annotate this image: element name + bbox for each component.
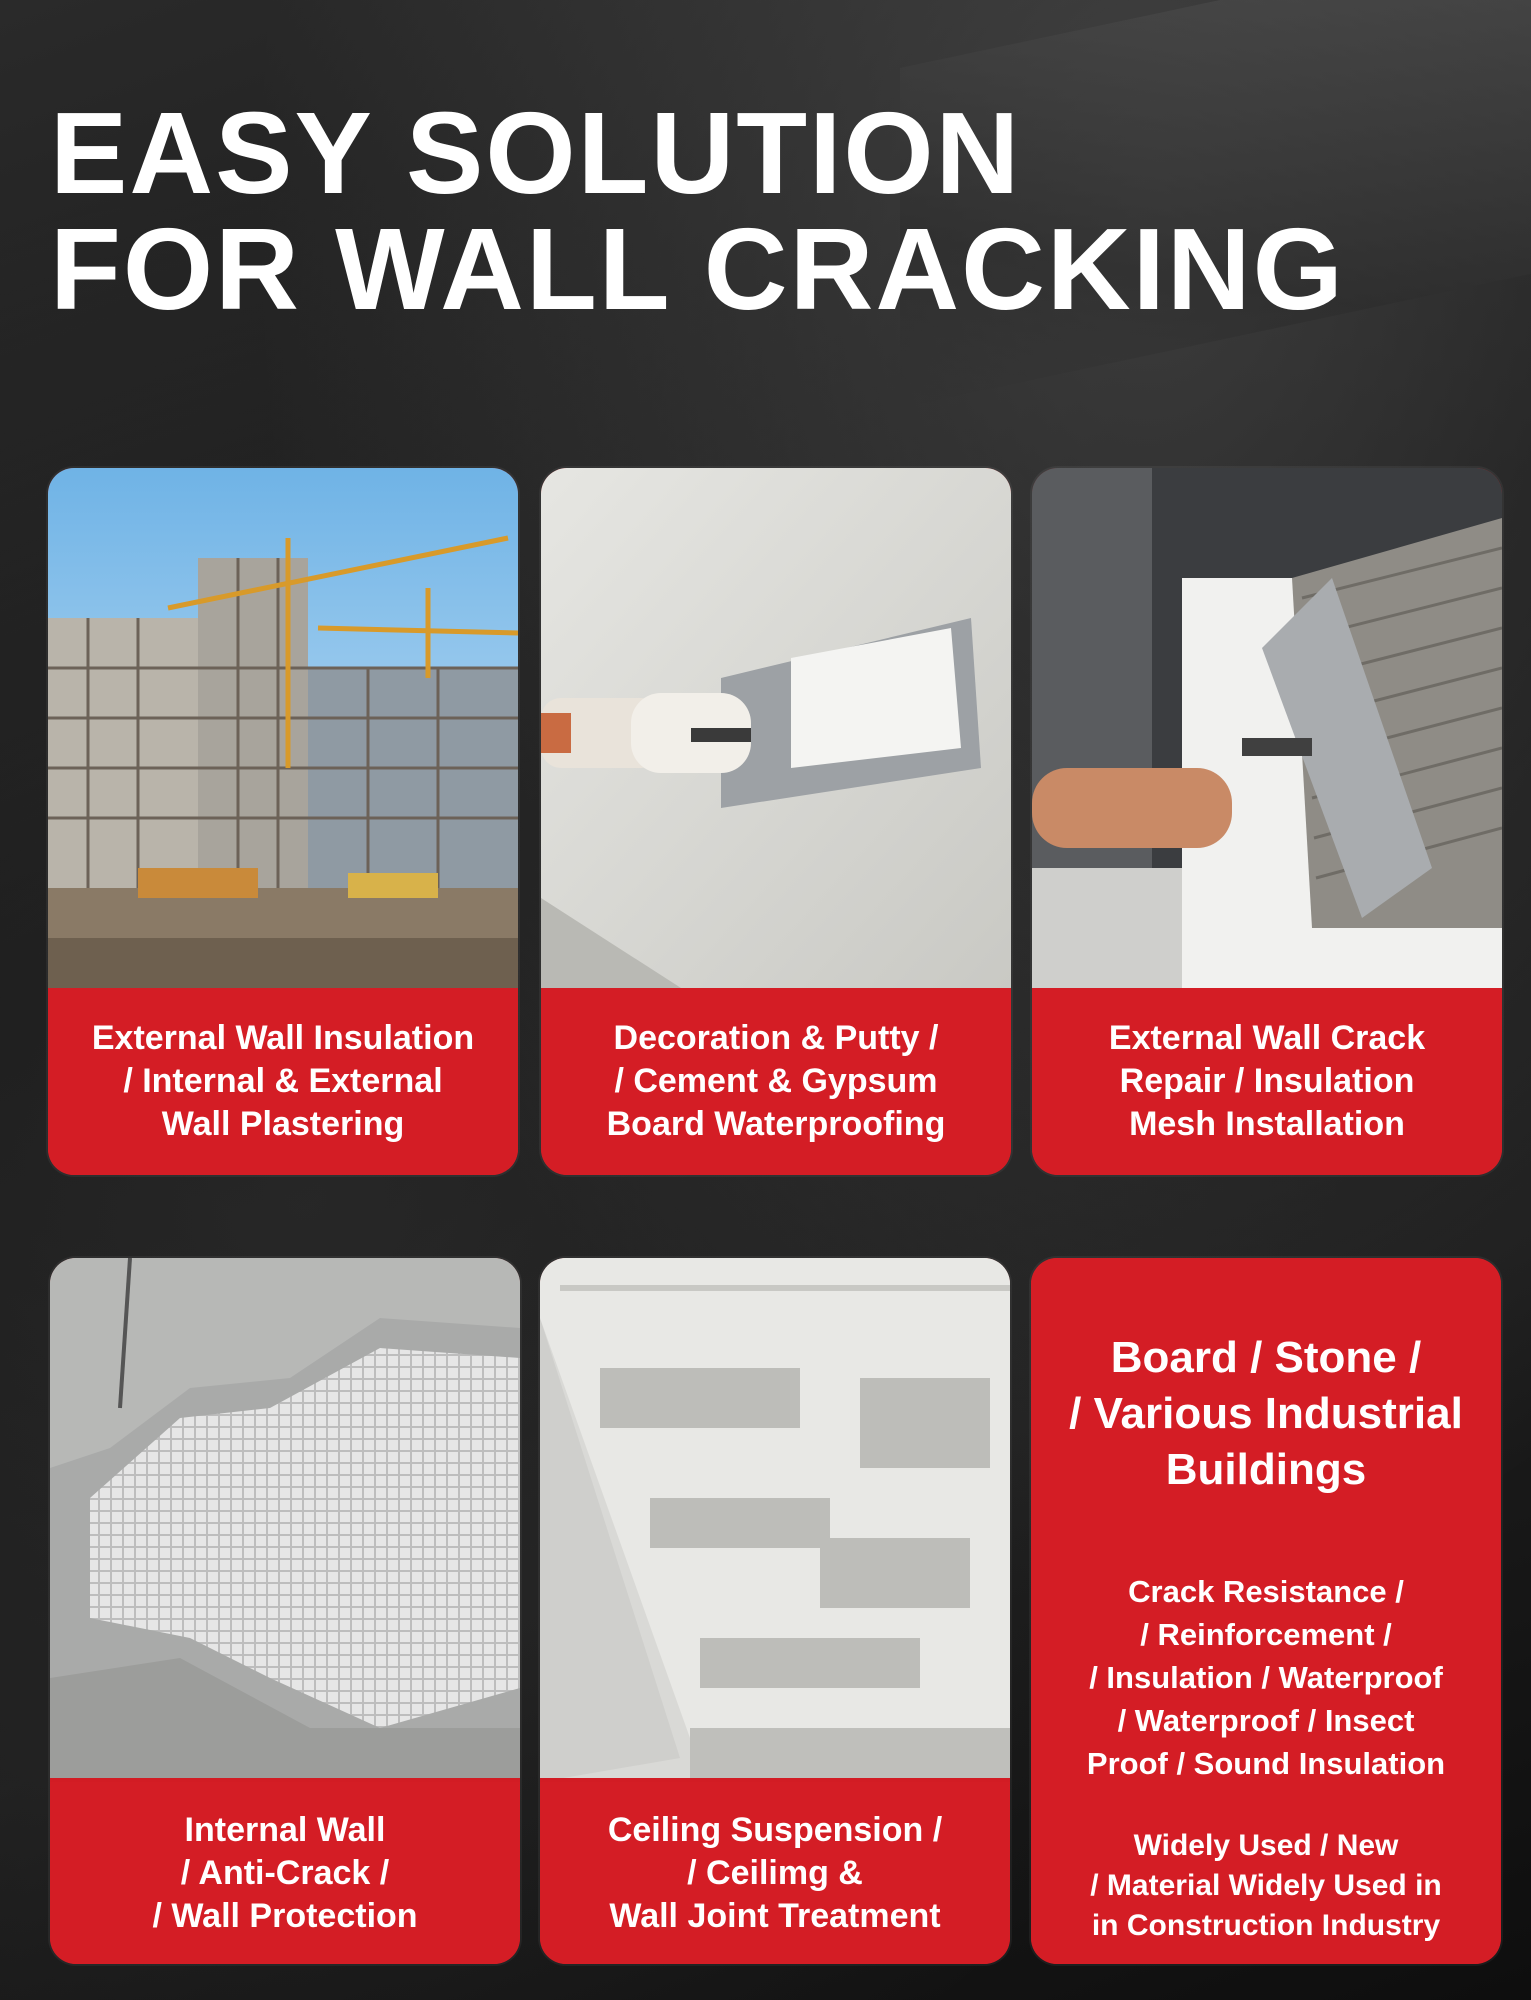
- title-line-2: FOR WALL CRACKING: [50, 204, 1345, 334]
- card-internal-wall: Internal Wall / Anti-Crack / / Wall Prot…: [50, 1258, 520, 1964]
- info-heading: Board / Stone / / Various Industrial Bui…: [1069, 1333, 1463, 1494]
- card-applications-info: Board / Stone / / Various Industrial Bui…: [1031, 1258, 1501, 1964]
- card-decoration-putty: Decoration & Putty / / Cement & Gypsum B…: [541, 468, 1011, 1175]
- construction-site-photo: [48, 468, 518, 988]
- page-title: EASY SOLUTION FOR WALL CRACKING: [50, 95, 1345, 327]
- info-panel: Board / Stone / / Various Industrial Bui…: [1031, 1258, 1501, 1964]
- card-label: Decoration & Putty / / Cement & Gypsum B…: [541, 988, 1011, 1175]
- card-label: External Wall Crack Repair / Insulation …: [1032, 988, 1502, 1175]
- notched-trowel-photo: [1032, 468, 1502, 988]
- card-label: External Wall Insulation / Internal & Ex…: [48, 988, 518, 1175]
- ceiling-joint-photo: [540, 1258, 1010, 1778]
- card-ceiling-suspension: Ceiling Suspension / / Ceilimg & Wall Jo…: [540, 1258, 1010, 1964]
- card-external-wall-insulation: External Wall Insulation / Internal & Ex…: [48, 468, 518, 1175]
- card-external-wall-crack-repair: External Wall Crack Repair / Insulation …: [1032, 468, 1502, 1175]
- title-line-1: EASY SOLUTION: [50, 88, 1022, 218]
- putty-trowel-photo: [541, 468, 1011, 988]
- card-label: Ceiling Suspension / / Ceilimg & Wall Jo…: [540, 1782, 1010, 1964]
- info-features: Crack Resistance / / Reinforcement / / I…: [1086, 1574, 1446, 1781]
- wall-mesh-photo: [50, 1258, 520, 1778]
- info-usage: Widely Used / New / Material Widely Used…: [1090, 1829, 1442, 1942]
- card-label: Internal Wall / Anti-Crack / / Wall Prot…: [50, 1782, 520, 1964]
